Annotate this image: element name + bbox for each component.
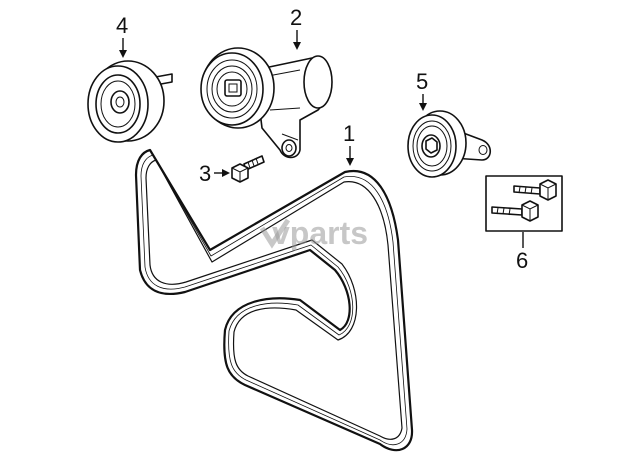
callout-number-6: 6: [516, 248, 528, 273]
callout-number-1: 1: [343, 121, 355, 146]
idler-pulley-4: [87, 60, 173, 143]
bolt-kit-6: [485, 175, 563, 232]
callout-number-3: 3: [199, 161, 211, 186]
callout-2: 2: [290, 5, 302, 50]
callout-6: 6: [516, 232, 528, 273]
callout-1: 1: [343, 121, 355, 166]
callout-4: 4: [116, 13, 128, 58]
callout-number-5: 5: [416, 69, 428, 94]
callout-5: 5: [416, 69, 428, 111]
serpentine-belt: [134, 148, 414, 452]
belt-tensioner-2: [200, 47, 333, 159]
callout-number-2: 2: [290, 5, 302, 30]
watermark-text: vparts: [272, 215, 368, 251]
callout-3: 3: [199, 161, 230, 186]
callout-number-4: 4: [116, 13, 128, 38]
bolt-3: [231, 155, 265, 183]
watermark-logo: vparts: [259, 215, 368, 251]
idler-pulley-5: [407, 110, 492, 178]
watermark-checkmark-icon: [259, 218, 291, 249]
